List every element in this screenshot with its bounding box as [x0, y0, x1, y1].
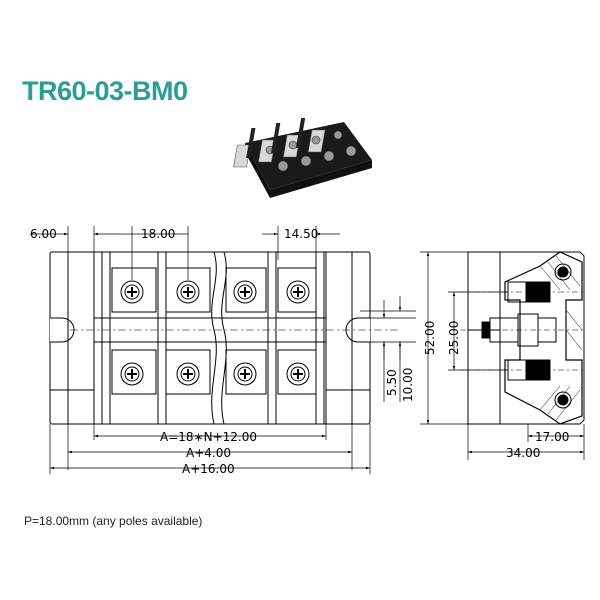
product-title: TR60-03-BM0 [22, 76, 188, 106]
product-photo [233, 118, 372, 198]
dim-length-a4: A+4.00 [186, 446, 231, 460]
dim-depth-b: 34.00 [506, 446, 540, 460]
side-view [460, 251, 585, 425]
dim-slot-b: 10.00 [401, 368, 415, 402]
front-dimensions [30, 226, 416, 474]
dim-edge-offset: 6.00 [30, 227, 57, 241]
dim-depth-a: 17.00 [535, 430, 569, 444]
dim-inner: 25.00 [447, 321, 461, 355]
side-dimensions [420, 251, 585, 460]
dim-length-a16: A+16.00 [182, 462, 235, 476]
dim-length-a: A=18∗N+12.00 [160, 430, 257, 444]
dim-height: 52.00 [423, 321, 437, 355]
dim-pitch: 18.00 [141, 227, 175, 241]
pitch-note: P=18.00mm (any poles available) [24, 514, 203, 528]
dim-slot-a: 5.50 [385, 369, 399, 396]
dim-partial: 14.50 [284, 227, 318, 241]
front-view [49, 251, 400, 425]
